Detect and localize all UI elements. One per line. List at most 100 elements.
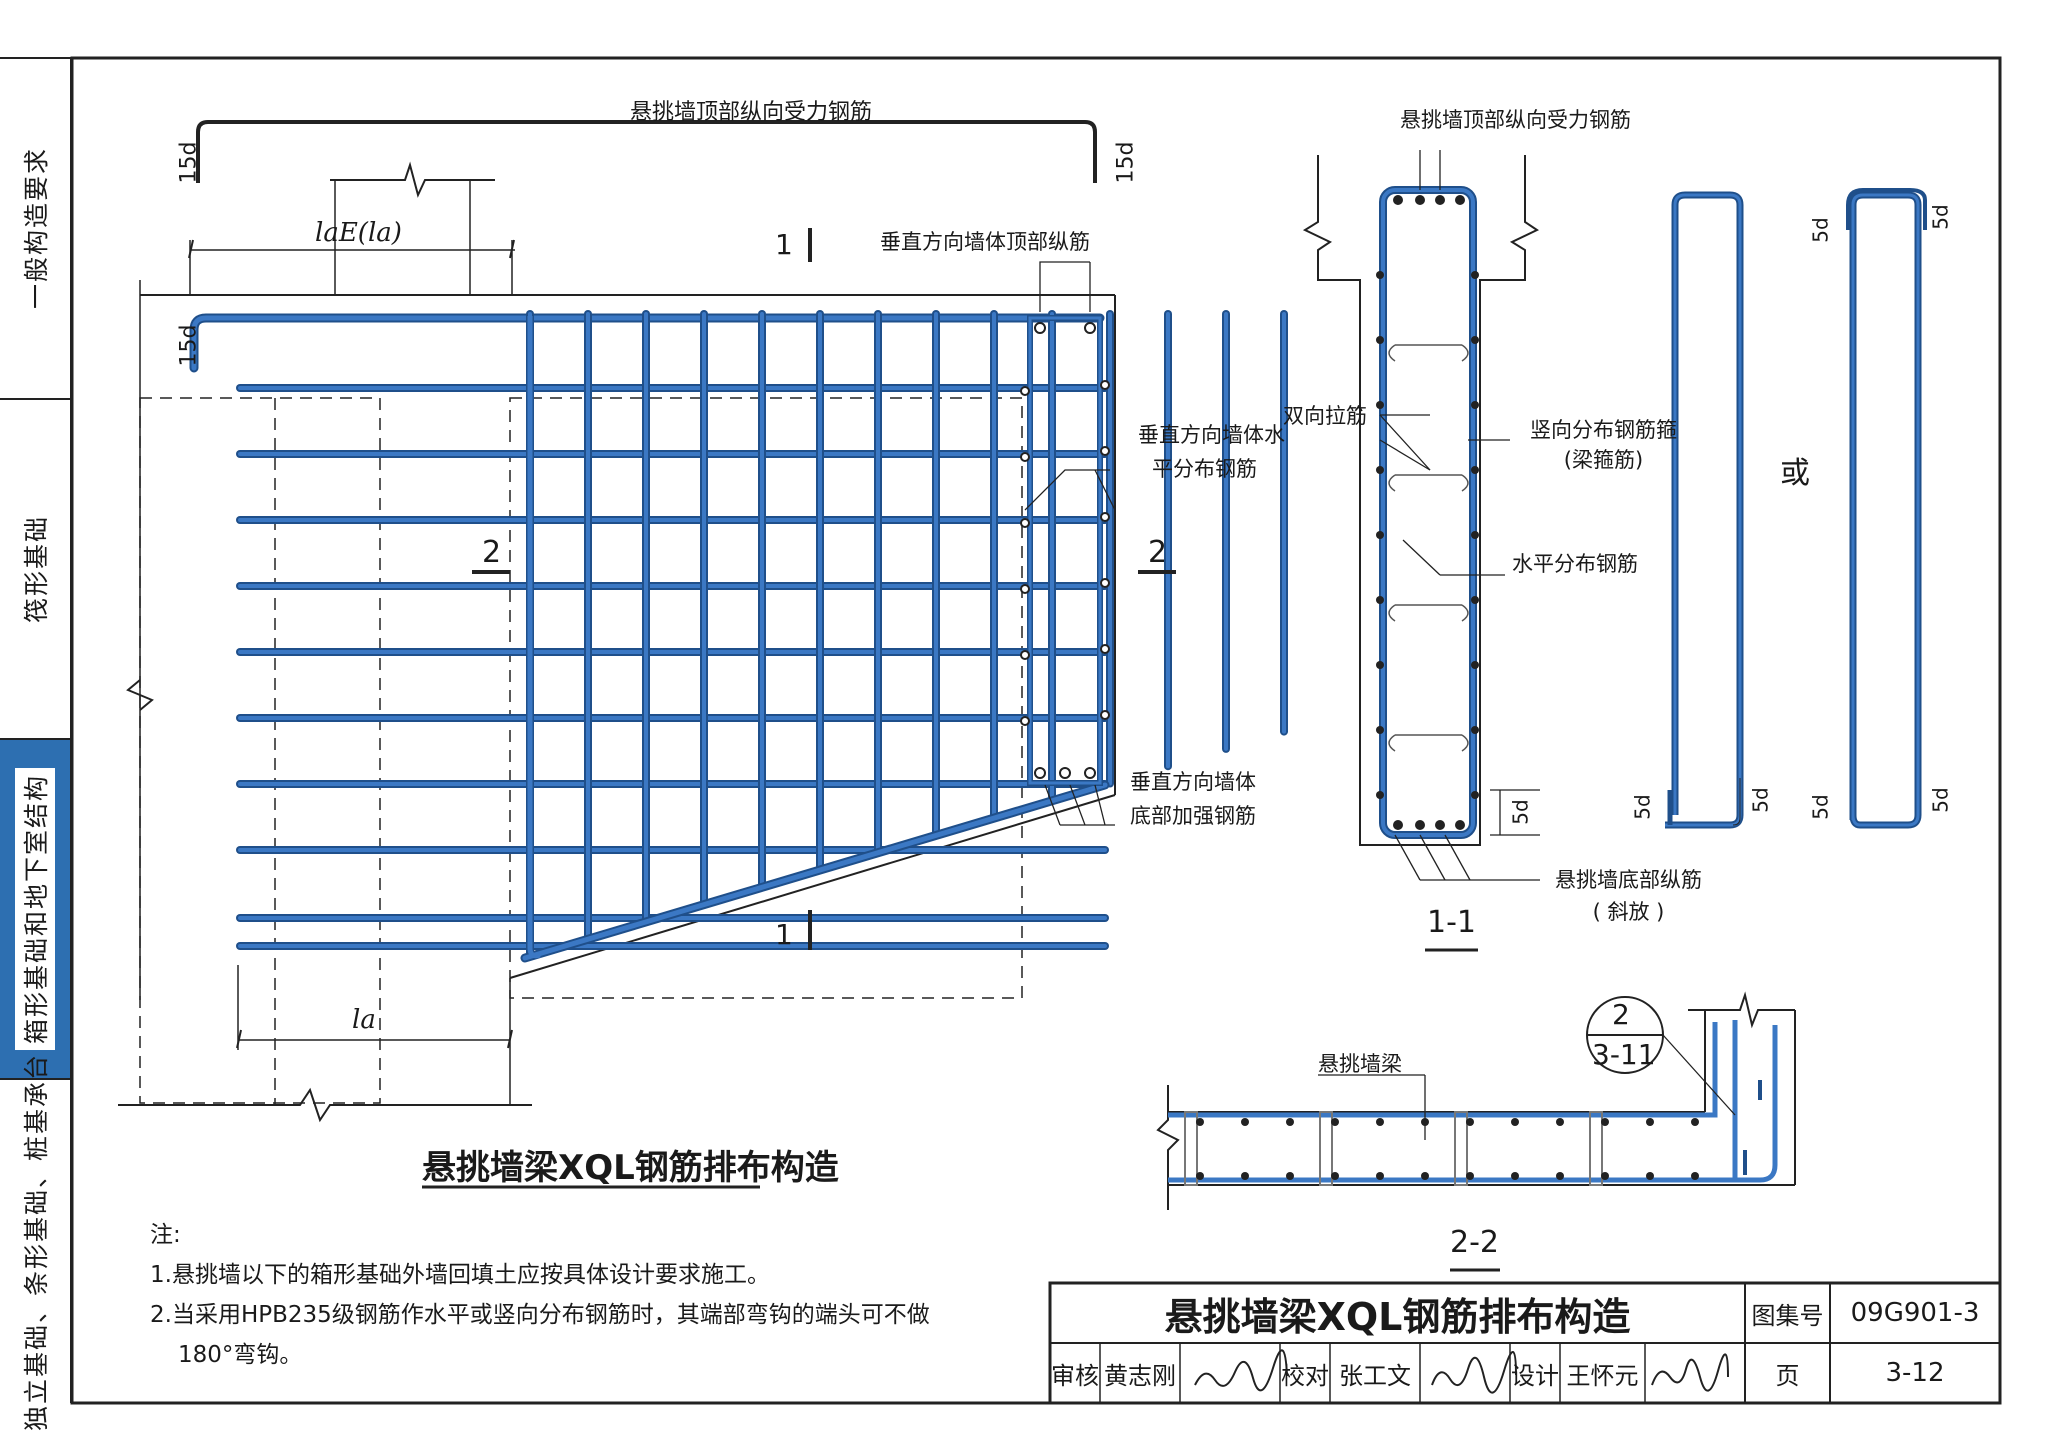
rebar-dot (1471, 336, 1479, 344)
rebar-dot (1084, 767, 1096, 779)
sec1-dim-5d: 5d (1508, 799, 1533, 825)
rebar-dot (1100, 512, 1110, 522)
sec1-horizontal-label: 水平分布钢筋 (1512, 552, 1638, 576)
or-label: 或 (1780, 456, 1810, 491)
rebar-dot (1691, 1172, 1699, 1180)
rebar-dot (1471, 791, 1479, 799)
rebar-dot (1471, 401, 1479, 409)
rebar-dot (1471, 661, 1479, 669)
review-label: 审核 (1051, 1361, 1099, 1390)
rebar-dot (1471, 466, 1479, 474)
sec1-bottom-label: 悬挑墙底部纵筋 ( 斜放 ) (1555, 868, 1702, 924)
beam-stirrup (1589, 1111, 1603, 1186)
label-vertical-horizontal-rebar: 垂直方向墙体水 平分布钢筋 (1138, 423, 1285, 481)
atlas-number: 09G901-3 (1850, 1298, 1980, 1328)
notes-block: 注: 1.悬挑墙以下的箱形基础外墙回填土应按具体设计要求施工。 2.当采用HPB… (150, 1215, 930, 1375)
rebar-dot (1471, 531, 1479, 539)
sec2-beam-label: 悬挑墙梁 (1318, 1052, 1402, 1076)
rebar-dot (1286, 1172, 1294, 1180)
rebar-dot (1415, 820, 1425, 830)
rebar-dot (1415, 195, 1425, 205)
rebar-dot (1020, 650, 1030, 660)
rebar-dot (1100, 446, 1110, 456)
section-mark-1-bottom: 1 (775, 918, 793, 951)
section-1-1-drawing (1302, 150, 1927, 952)
bend-15d-left: 15d (176, 141, 202, 184)
stirrup-5d-label: 5d (1808, 794, 1833, 820)
rebar-dot (1376, 726, 1384, 734)
rebar-dot (1646, 1118, 1654, 1126)
label-vertical-top-rebar: 垂直方向墙体顶部纵筋 (880, 230, 1090, 254)
rebar-dot (1556, 1118, 1564, 1126)
rebar-dot (1020, 584, 1030, 594)
section-mark-2-right: 2 (1148, 535, 1168, 570)
note-item: 1.悬挑墙以下的箱形基础外墙回填土应按具体设计要求施工。 (150, 1262, 770, 1288)
rebar-dot (1511, 1172, 1519, 1180)
rebar-dot (1241, 1172, 1249, 1180)
bend-15d-right: 15d (1113, 141, 1139, 184)
rebar-dot (1556, 1172, 1564, 1180)
rebar-dot (1466, 1118, 1474, 1126)
section-mark-1-top: 1 (775, 228, 793, 261)
section-1-1-title: 1-1 (1427, 905, 1476, 940)
rebar-dot (1393, 195, 1403, 205)
anchor-laE-label: laE(la) (315, 218, 402, 248)
detail-ref-bottom: 3-11 (1592, 1038, 1656, 1071)
sec1-top-label: 悬挑墙顶部纵向受力钢筋 (1400, 108, 1631, 132)
label-vertical-bottom-rebar: 垂直方向墙体 底部加强钢筋 (1130, 770, 1256, 828)
beam-stirrup (1454, 1111, 1468, 1186)
rebar-dot (1471, 596, 1479, 604)
rebar-dot (1376, 336, 1384, 344)
note-item: 2.当采用HPB235级钢筋作水平或竖向分布钢筋时，其端部弯钩的端头可不做 (150, 1302, 930, 1328)
rebar-dot (1421, 1172, 1429, 1180)
sec1-tie-label: 双向拉筋 (1283, 404, 1367, 428)
sec1-vertical-dist-label: 竖向分布钢筋箍 (梁箍筋) (1530, 418, 1677, 472)
rebar-dot (1376, 661, 1384, 669)
rebar-dot (1455, 820, 1465, 830)
rebar-dot (1100, 710, 1110, 720)
anchor-la-label: la (352, 1005, 376, 1035)
rebar-dot (1034, 322, 1046, 334)
rebar-dot (1471, 271, 1479, 279)
rebar-dot (1376, 401, 1384, 409)
rebar-dot (1393, 820, 1403, 830)
notes-heading: 注: (150, 1222, 181, 1248)
rebar-dot (1020, 716, 1030, 726)
note-item: 180°弯钩。 (178, 1342, 303, 1368)
rebar-dot (1455, 195, 1465, 205)
rebar-dot (1020, 452, 1030, 462)
rebar-dot (1376, 531, 1384, 539)
reviewer-name: 黄志刚 (1104, 1361, 1176, 1390)
stirrup-5d-label: 5d (1630, 794, 1655, 820)
main-elevation (118, 120, 1288, 1123)
designer-name: 王怀元 (1566, 1361, 1639, 1390)
rebar-dot (1435, 820, 1445, 830)
rebar-dot (1196, 1172, 1204, 1180)
atlas-label: 图集号 (1751, 1301, 1824, 1330)
checker-name: 张工文 (1339, 1361, 1411, 1390)
rebar-dot (1059, 767, 1071, 779)
rebar-dot (1286, 1118, 1294, 1126)
rebar-dot (1601, 1172, 1609, 1180)
rebar-dot (1100, 644, 1110, 654)
rebar-dot (1376, 1118, 1384, 1126)
page-number: 3-12 (1885, 1358, 1945, 1388)
check-label: 校对 (1281, 1361, 1329, 1390)
rebar-dot (1376, 466, 1384, 474)
detail-ref-top: 2 (1612, 998, 1630, 1031)
rebar-dot (1331, 1172, 1339, 1180)
section-2-2-drawing (1156, 991, 1796, 1272)
beam-stirrup (1184, 1111, 1198, 1186)
rebar-dot (1020, 518, 1030, 528)
rebar-dot (1646, 1172, 1654, 1180)
stirrup-5d-label: 5d (1748, 787, 1773, 813)
stirrup-5d-label: 5d (1928, 787, 1953, 813)
rebar-dot (1020, 386, 1030, 396)
rebar-dot (1471, 726, 1479, 734)
title-block-title: 悬挑墙梁XQL钢筋排布构造 (1164, 1294, 1631, 1339)
design-label: 设计 (1511, 1361, 1559, 1390)
rebar-dot (1100, 578, 1110, 588)
rebar-dot (1466, 1172, 1474, 1180)
